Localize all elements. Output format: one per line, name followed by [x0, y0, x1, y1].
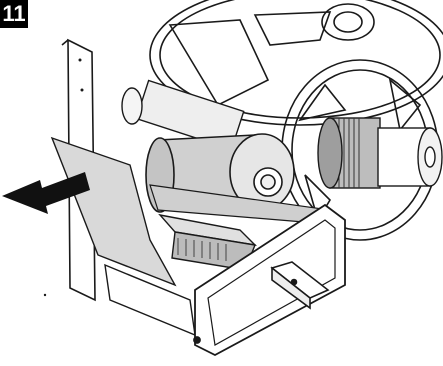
threaded-hub	[318, 118, 442, 188]
